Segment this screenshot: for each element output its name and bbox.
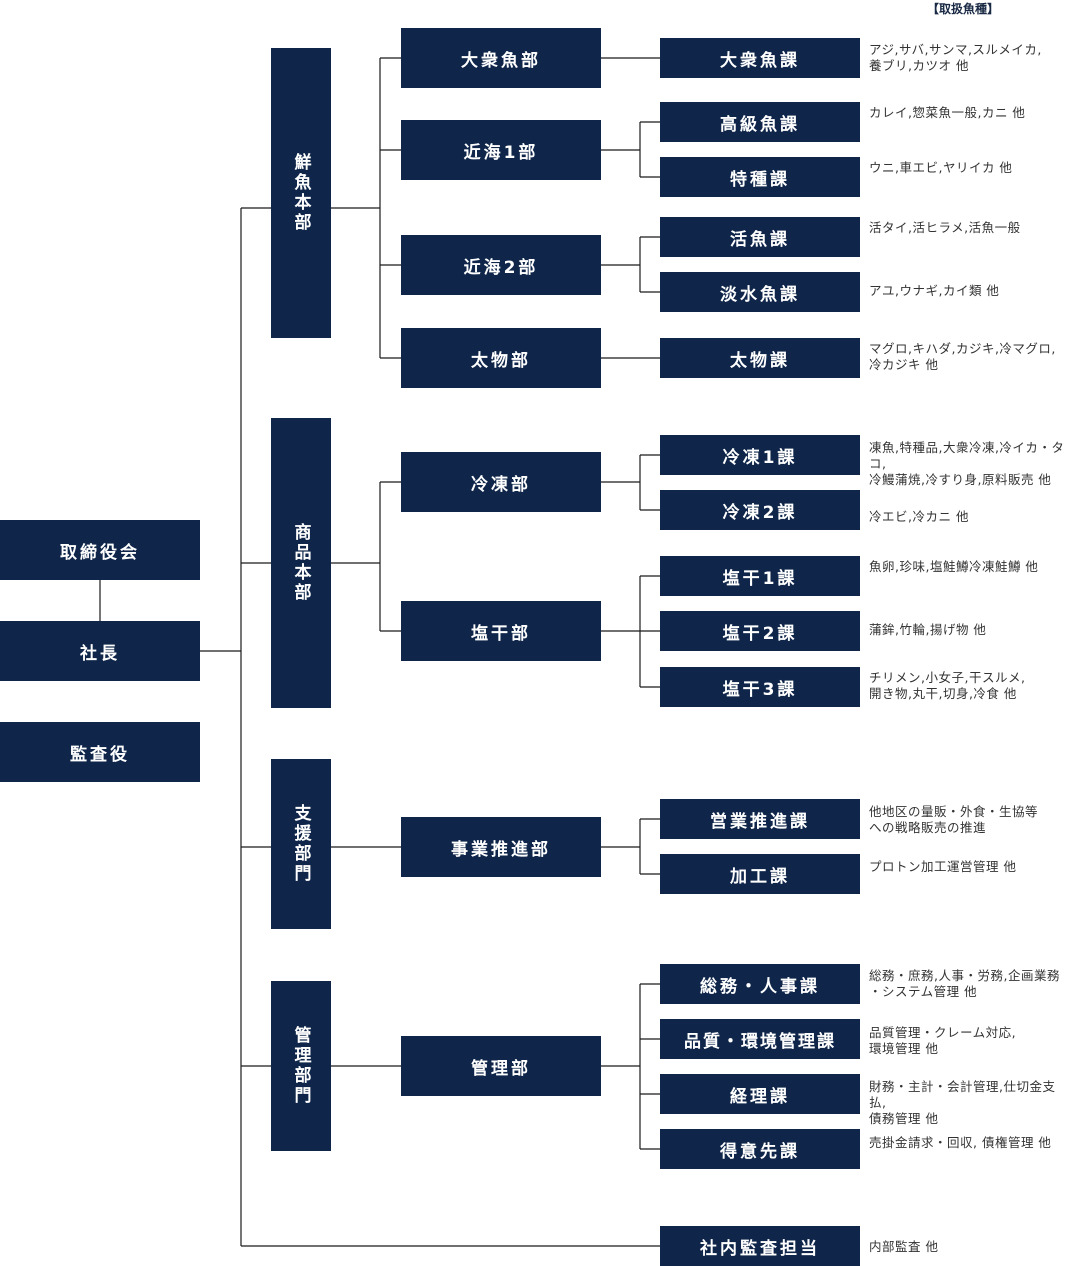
note-kako: プロトン加工運営管理 他	[869, 859, 1017, 874]
note-enkan1: 魚卵,珍味,塩鮭鱒冷凍鮭鱒 他	[869, 559, 1039, 574]
header-label: 【取扱魚種】	[927, 2, 1000, 16]
note-somu: 総務・庶務,人事・労務,企画業務 ・システム管理 他	[869, 968, 1060, 999]
division-goods-label: 商品本部	[290, 523, 311, 603]
section-tokushu: 特種課	[660, 157, 860, 197]
note-tokushu: ウニ,車エビ,ヤリイカ 他	[869, 160, 1013, 175]
note-futomono: マグロ,キハダ,カジキ,冷マグロ, 冷カジキ 他	[869, 341, 1056, 372]
note-tokui: 売掛金請求・回収, 債権管理 他	[869, 1135, 1052, 1150]
dept-reito: 冷凍部	[401, 452, 601, 512]
section-enkan2: 塩干2課	[660, 611, 860, 651]
section-kansa: 社内監査担当	[660, 1226, 860, 1266]
note-katsugyo: 活タイ,活ヒラメ,活魚一般	[869, 220, 1021, 235]
note-keiri: 財務・主計・会計管理,仕切金支払, 債務管理 他	[869, 1079, 1056, 1126]
dept-futomono: 太物部	[401, 328, 601, 388]
section-reito1: 冷凍1課	[660, 435, 860, 475]
note-hinshitsu: 品質管理・クレーム対応, 環境管理 他	[869, 1025, 1017, 1056]
section-hinshitsu: 品質・環境管理課	[660, 1019, 860, 1059]
note-eigyo: 他地区の量販・外食・生協等 への戦略販売の推進	[869, 804, 1039, 835]
section-taishu: 大衆魚課	[660, 38, 860, 78]
section-enkan3: 塩干3課	[660, 667, 860, 707]
section-keiri: 経理課	[660, 1074, 860, 1114]
section-eigyo: 営業推進課	[660, 799, 860, 839]
division-support-label: 支援部門	[290, 804, 311, 884]
dept-enkan: 塩干部	[401, 601, 601, 661]
president-box: 社長	[0, 621, 200, 681]
dept-kinkai1: 近海1部	[401, 120, 601, 180]
section-tokui: 得意先課	[660, 1129, 860, 1169]
section-kako: 加工課	[660, 854, 860, 894]
note-tansui: アユ,ウナギ,カイ類 他	[869, 283, 1000, 298]
division-support: 支援部門	[271, 759, 331, 929]
section-futomono: 太物課	[660, 338, 860, 378]
dept-taishu: 大衆魚部	[401, 28, 601, 88]
auditor-box: 監査役	[0, 722, 200, 782]
section-tansui: 淡水魚課	[660, 272, 860, 312]
section-kokyu: 高級魚課	[660, 102, 860, 142]
note-enkan3: チリメン,小女子,干スルメ, 開き物,丸干,切身,冷食 他	[869, 670, 1026, 701]
note-kansa: 内部監査 他	[869, 1239, 939, 1254]
section-somu: 総務・人事課	[660, 964, 860, 1004]
division-admin: 管理部門	[271, 981, 331, 1151]
dept-kanri: 管理部	[401, 1036, 601, 1096]
note-taishu: アジ,サバ,サンマ,スルメイカ, 養ブリ,カツオ 他	[869, 42, 1042, 73]
section-enkan1: 塩干1課	[660, 556, 860, 596]
division-fresh: 鮮魚本部	[271, 48, 331, 338]
note-reito2: 冷エビ,冷カニ 他	[869, 509, 969, 524]
division-admin-label: 管理部門	[290, 1026, 311, 1106]
division-fresh-label: 鮮魚本部	[290, 153, 311, 233]
board-box: 取締役会	[0, 520, 200, 580]
dept-kinkai2: 近海2部	[401, 235, 601, 295]
section-reito2: 冷凍2課	[660, 490, 860, 530]
note-kokyu: カレイ,惣菜魚一般,カニ 他	[869, 105, 1026, 120]
note-enkan2: 蒲鉾,竹輪,揚げ物 他	[869, 622, 987, 637]
note-reito1: 凍魚,特種品,大衆冷凍,冷イカ・タコ, 冷鰻蒲焼,冷すり身,原料販売 他	[869, 440, 1065, 487]
section-katsugyo: 活魚課	[660, 217, 860, 257]
dept-jigyo: 事業推進部	[401, 817, 601, 877]
division-goods: 商品本部	[271, 418, 331, 708]
